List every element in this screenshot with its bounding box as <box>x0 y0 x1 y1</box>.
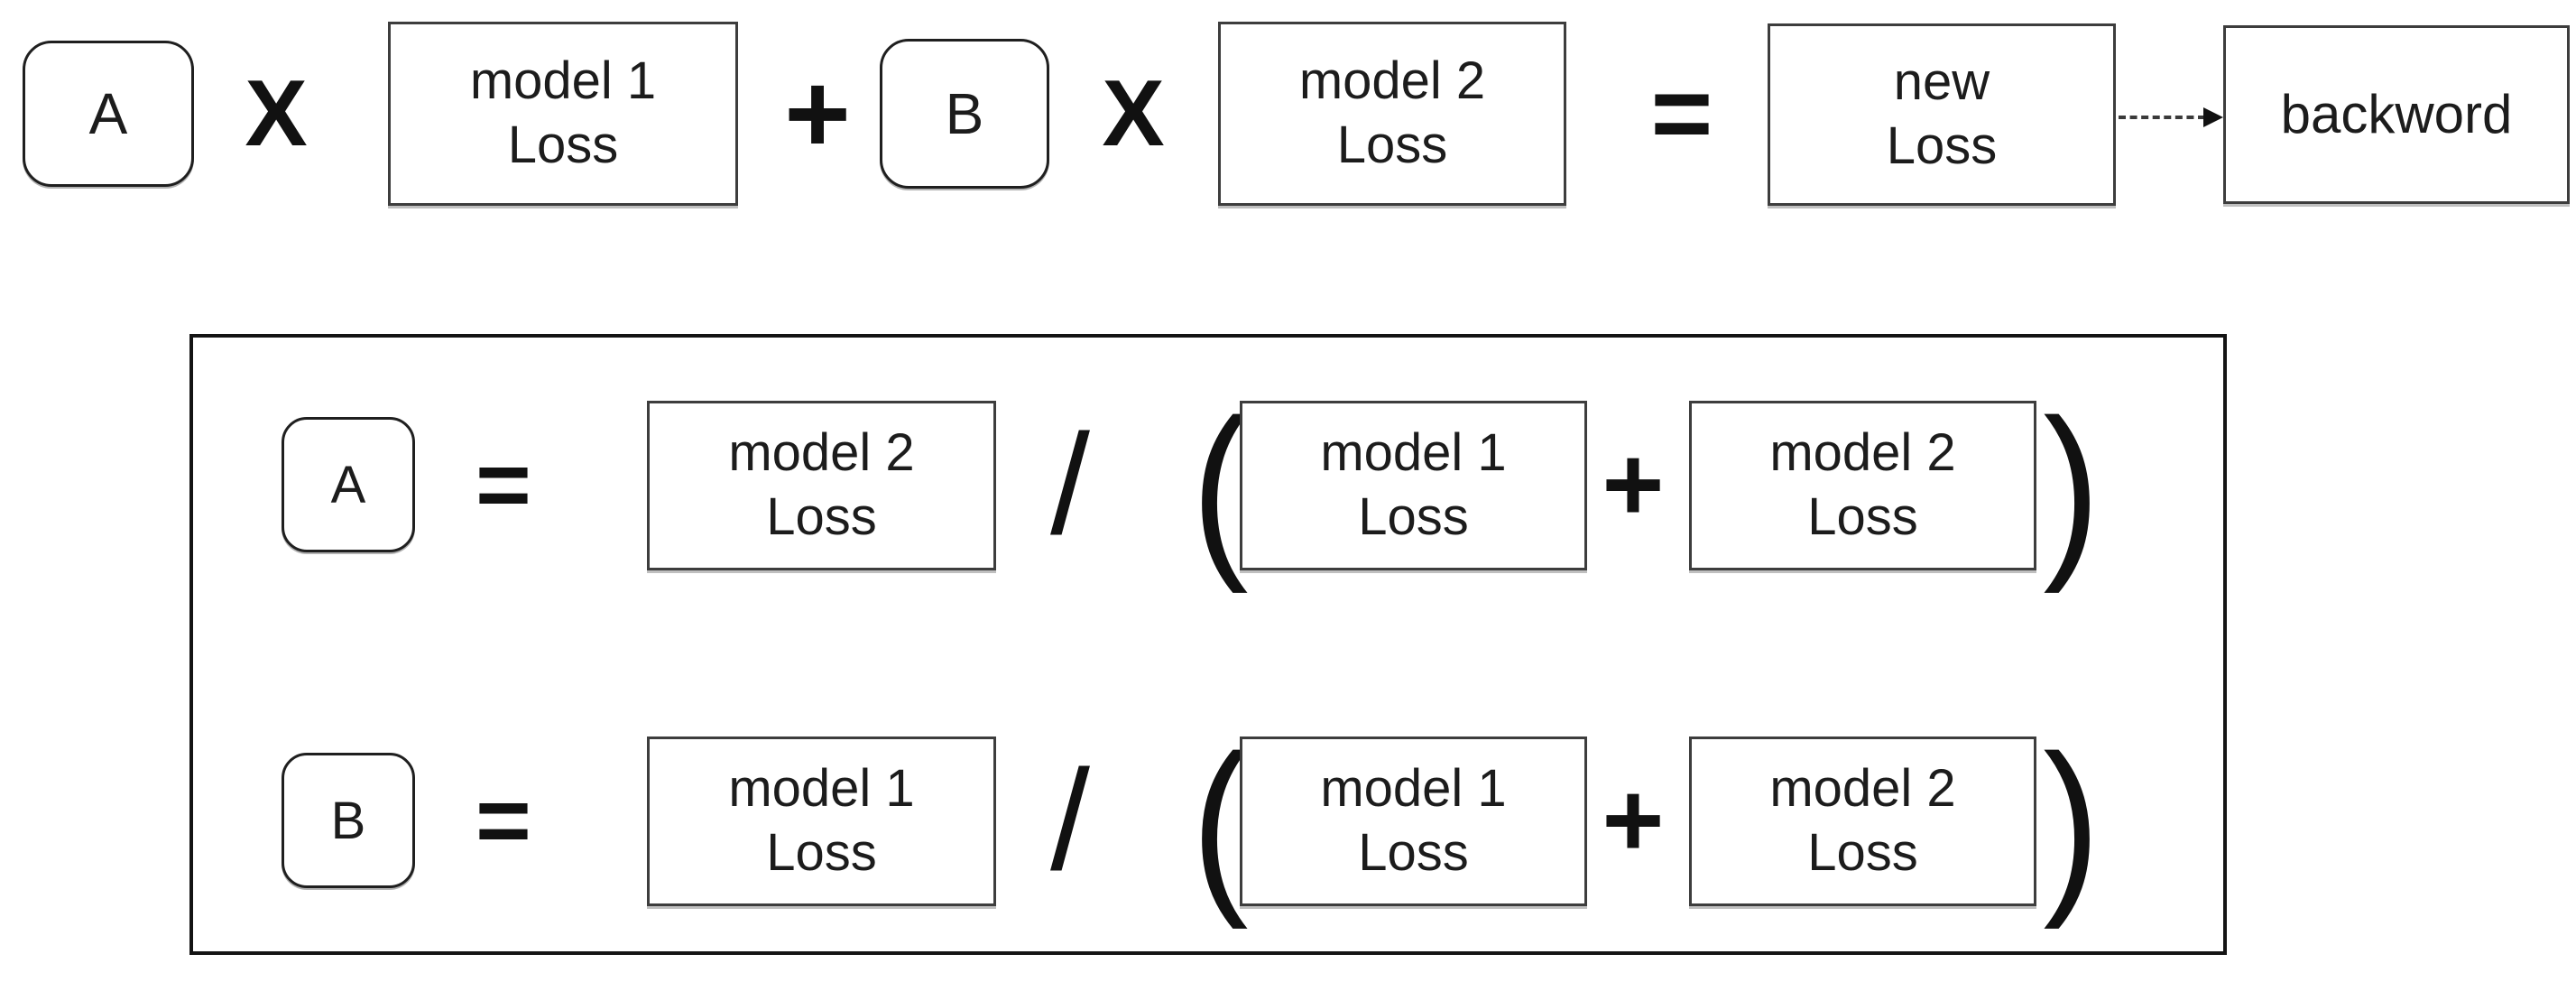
definition-a-close-paren: ) <box>2043 380 2101 595</box>
definition-b-numerator-box: model 1 Loss <box>647 736 996 906</box>
model1-loss-line2: Loss <box>507 116 619 174</box>
multiply-operator-2: X <box>1102 61 1165 166</box>
definition-b-numerator-line2: Loss <box>766 823 877 882</box>
definition-a-numerator-box: model 2 Loss <box>647 401 996 570</box>
definition-a-term1-line1: model 1 <box>1320 423 1507 483</box>
definition-a-term1-box: model 1 Loss <box>1240 401 1587 570</box>
model2-loss-box: model 2 Loss <box>1218 22 1566 206</box>
definition-b-term1-line1: model 1 <box>1320 759 1507 819</box>
model1-loss-line1: model 1 <box>469 51 657 111</box>
backword-label: backword <box>2280 84 2513 145</box>
coefficient-b-label: B <box>945 81 984 146</box>
definition-a-numerator-line1: model 2 <box>728 423 915 483</box>
new-loss-line1: new <box>1893 52 1990 112</box>
definition-a-term2-box: model 2 Loss <box>1689 401 2036 570</box>
coefficient-a-label: A <box>88 81 128 146</box>
definition-b-equals-operator: = <box>475 767 531 874</box>
definition-a-term2-line1: model 2 <box>1769 423 1956 483</box>
coefficient-a-box: A <box>23 41 194 187</box>
definition-b-symbol-box: B <box>282 753 415 888</box>
definition-a-numerator-line2: Loss <box>766 487 877 546</box>
multiply-operator-1: X <box>245 61 308 166</box>
coefficient-b-box: B <box>880 39 1049 189</box>
new-loss-line2: Loss <box>1886 116 1998 175</box>
arrow-head-icon <box>2203 107 2223 127</box>
definition-b-plus-operator: + <box>1602 761 1665 880</box>
model1-loss-box: model 1 Loss <box>388 22 738 206</box>
definition-b-close-paren: ) <box>2043 716 2101 931</box>
model2-loss-line1: model 2 <box>1298 51 1486 111</box>
model2-loss-line2: Loss <box>1336 116 1448 174</box>
definition-a-term1-line2: Loss <box>1358 487 1469 546</box>
definition-a-symbol-label: A <box>330 455 366 514</box>
plus-operator-top: + <box>784 50 851 177</box>
definition-a-divide-operator: / <box>1050 405 1090 564</box>
definition-a-equals-operator: = <box>475 431 531 538</box>
equals-operator-top: = <box>1650 54 1713 173</box>
definition-a-open-paren: ( <box>1191 380 1249 595</box>
arrow-to-backword <box>2119 107 2223 127</box>
definition-b-divide-operator: / <box>1050 741 1090 900</box>
new-loss-box: new Loss <box>1768 23 2116 206</box>
definition-b-symbol-label: B <box>330 791 366 850</box>
definition-b-numerator-line1: model 1 <box>728 759 915 819</box>
definition-b-term2-box: model 2 Loss <box>1689 736 2036 906</box>
definition-b-term1-line2: Loss <box>1358 823 1469 882</box>
definition-b-open-paren: ( <box>1191 716 1249 931</box>
definition-b-term2-line1: model 2 <box>1769 759 1956 819</box>
definition-b-term2-line2: Loss <box>1807 823 1918 882</box>
definition-a-plus-operator: + <box>1602 425 1665 544</box>
backword-box: backword <box>2223 25 2570 204</box>
definition-a-symbol-box: A <box>282 417 415 552</box>
definition-b-term1-box: model 1 Loss <box>1240 736 1587 906</box>
definition-a-term2-line2: Loss <box>1807 487 1918 546</box>
